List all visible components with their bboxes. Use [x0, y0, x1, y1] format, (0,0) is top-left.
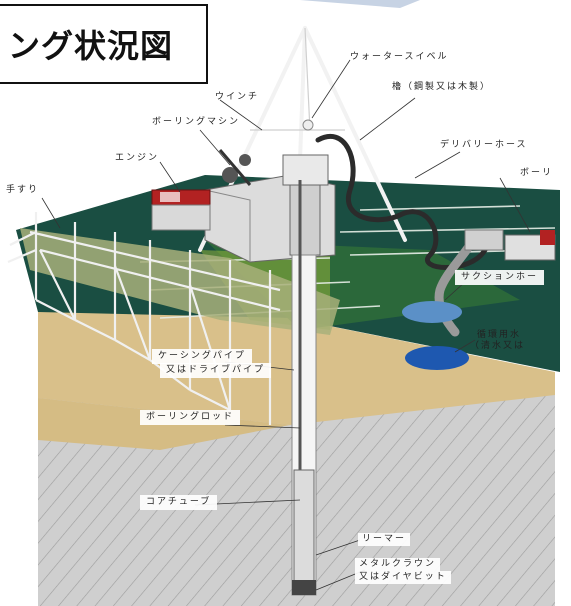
label-water-tank-2: （清水又は [470, 341, 526, 351]
walkway [20, 228, 340, 335]
title-box: ング状況図 [0, 4, 208, 84]
engine [151, 189, 211, 231]
core-tube [293, 469, 315, 591]
label-winch: ウインチ [215, 92, 260, 102]
label-core-tube: コアチューブ [140, 495, 218, 510]
sky-smudge [300, 0, 420, 8]
label-delivery-hose: デリバリーホース [440, 140, 528, 150]
delivery-hose [315, 133, 488, 270]
label-suction-hose: サクションホー [455, 270, 545, 285]
water-swivel-part [302, 119, 314, 131]
water-tank-2 [405, 346, 469, 370]
label-water-swivel: ウォータースイベル [350, 52, 449, 62]
leader-lines [41, 59, 531, 591]
tower-rigging [250, 27, 345, 131]
label-casing-2: 又はドライブパイプ [160, 363, 272, 378]
boring-machine [204, 149, 336, 263]
pump-right [464, 229, 556, 261]
label-boring-right: ボーリ [520, 168, 554, 178]
label-tower: 櫓（鋼製又は木製） [392, 82, 492, 92]
label-bit-2: 又はダイヤビット [355, 571, 451, 584]
label-reamer: リーマー [358, 533, 411, 546]
label-water-tank-1: 循環用水 [477, 330, 522, 340]
handrail-scaffold [7, 212, 281, 425]
label-engine: エンジン [115, 153, 160, 163]
diagram-title: ング状況図 [8, 27, 174, 65]
bit [292, 580, 316, 595]
label-boring-rod: ボーリングロッド [140, 410, 241, 425]
label-handrail: 手すり [6, 185, 40, 195]
label-casing-1: ケーシングパイプ [152, 349, 252, 364]
label-bit-1: メタルクラウン [355, 558, 441, 571]
label-boring-machine: ボーリングマシン [152, 117, 241, 127]
water-tank-1 [402, 301, 462, 323]
